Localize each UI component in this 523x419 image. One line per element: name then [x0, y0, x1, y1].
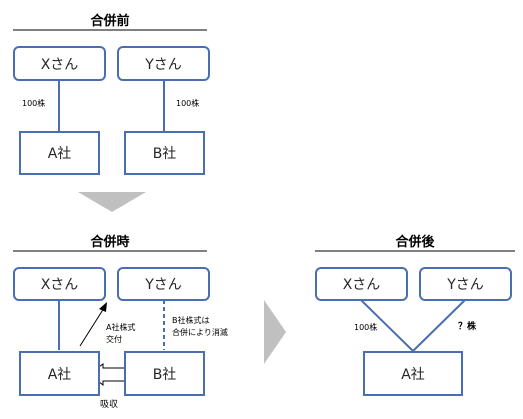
share-issue-label-line2: 交付 [106, 335, 122, 344]
share-issue-arrow-head [99, 302, 107, 312]
extinguish-label-line1: B社株式は [172, 316, 210, 325]
heading-after: 合併後 [395, 235, 435, 250]
right-triangle-icon [264, 300, 286, 364]
person-x-during: Xさん [13, 267, 106, 301]
connector-x-a-after [360, 299, 414, 352]
shares-x-after-label: 100株 [354, 323, 378, 332]
person-y-during: Yさん [117, 267, 210, 301]
extinguish-label-line2: 合併により消滅 [172, 328, 228, 337]
company-b-before: B社 [124, 131, 205, 175]
company-a-before: A社 [19, 131, 100, 175]
connector-y-a-after [412, 299, 466, 352]
company-a-during: A社 [19, 351, 100, 396]
shares-y-before-label: 100株 [176, 99, 200, 108]
person-y-after: Yさん [419, 267, 512, 301]
person-x-before: Xさん [13, 46, 106, 81]
company-a-after: A社 [363, 351, 463, 396]
shares-y-after-label: ？株 [458, 322, 477, 332]
person-y-before: Yさん [117, 46, 210, 81]
absorb-label: 吸収 [100, 400, 119, 410]
share-issue-arrow-line [79, 307, 105, 347]
shares-x-before-label: 100株 [22, 99, 46, 108]
heading-during: 合併時 [90, 235, 130, 250]
down-triangle-icon [78, 192, 146, 212]
heading-before: 合併前 [90, 14, 130, 29]
share-issue-label-line1: A社株式 [106, 323, 136, 332]
company-b-during: B社 [124, 351, 205, 396]
person-x-after: Xさん [315, 267, 408, 301]
